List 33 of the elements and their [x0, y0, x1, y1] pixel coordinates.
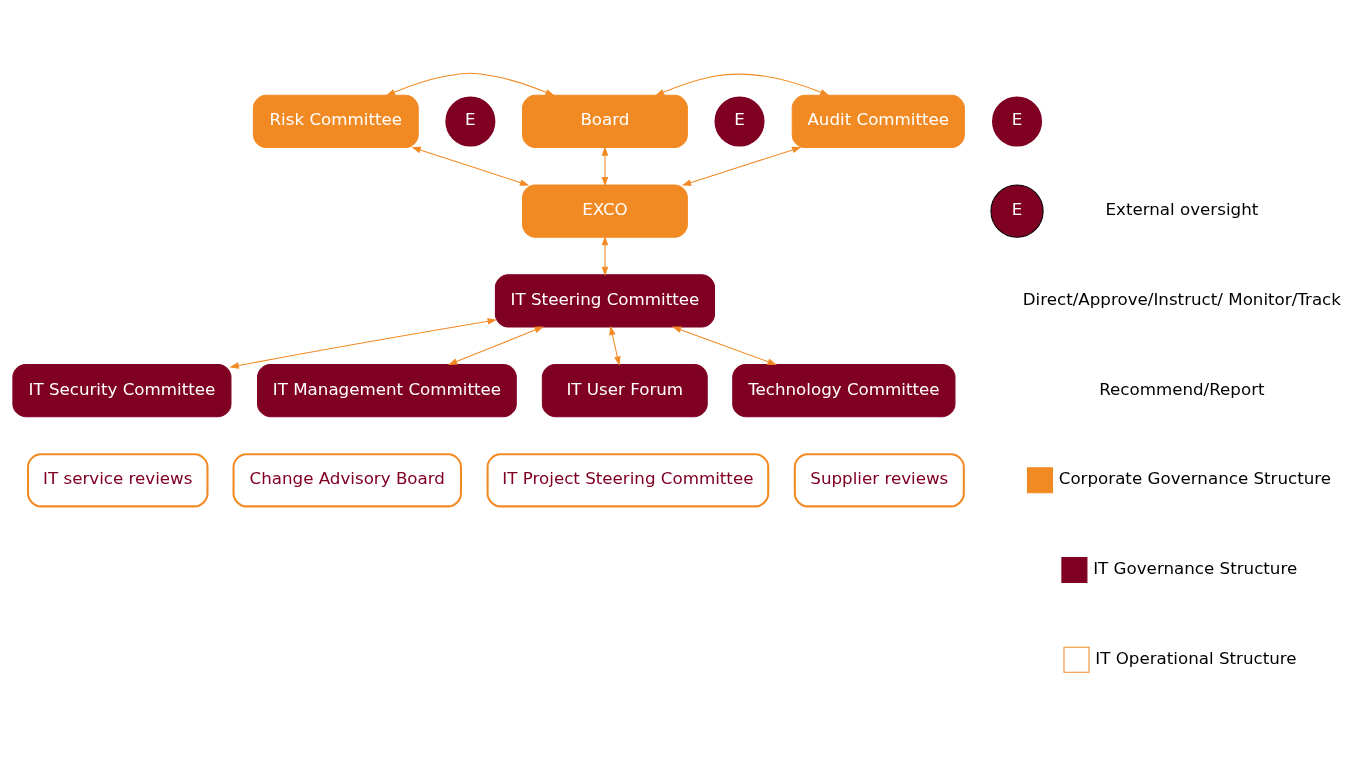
node-box: IT Project Steering Committee — [486, 452, 770, 507]
arrow — [681, 146, 802, 186]
legend-label: Corporate Governance Structure — [1058, 468, 1332, 488]
node-box: Audit Committee — [791, 94, 965, 148]
label: E — [1011, 199, 1023, 219]
arrow — [447, 325, 544, 365]
node-circle: E — [989, 93, 1045, 149]
node-box: IT Management Committee — [257, 363, 517, 417]
node-box: Risk Committee — [252, 94, 419, 148]
arrow — [671, 325, 777, 365]
legend-label: External oversight — [1105, 199, 1259, 219]
legend-label: IT Governance Structure — [1093, 558, 1298, 578]
node-box: Supplier reviews — [793, 452, 965, 507]
node-box: IT Steering Committee — [494, 273, 715, 327]
arrow — [609, 325, 621, 366]
arrow — [229, 317, 497, 369]
node-box: IT User Forum — [541, 363, 708, 417]
node-box: Technology Committee — [732, 363, 956, 417]
arrow — [601, 145, 609, 186]
node-box: EXCO — [522, 184, 688, 238]
node-box: Change Advisory Board — [232, 452, 463, 507]
node-box: IT service reviews — [27, 452, 209, 507]
legend-label: Direct/Approve/Instruct/ Monitor/Track — [1022, 289, 1341, 309]
arrow — [385, 72, 555, 96]
arrow — [654, 73, 830, 96]
node-box: Board — [522, 94, 688, 148]
node-circle: E — [712, 93, 767, 149]
arrow — [411, 146, 530, 186]
legend-label: IT Operational Structure — [1095, 648, 1297, 668]
legend-label: Recommend/Report — [1099, 379, 1265, 399]
node-circle: E — [443, 93, 498, 149]
node-box: IT Security Committee — [12, 363, 232, 417]
arrow — [601, 235, 609, 276]
